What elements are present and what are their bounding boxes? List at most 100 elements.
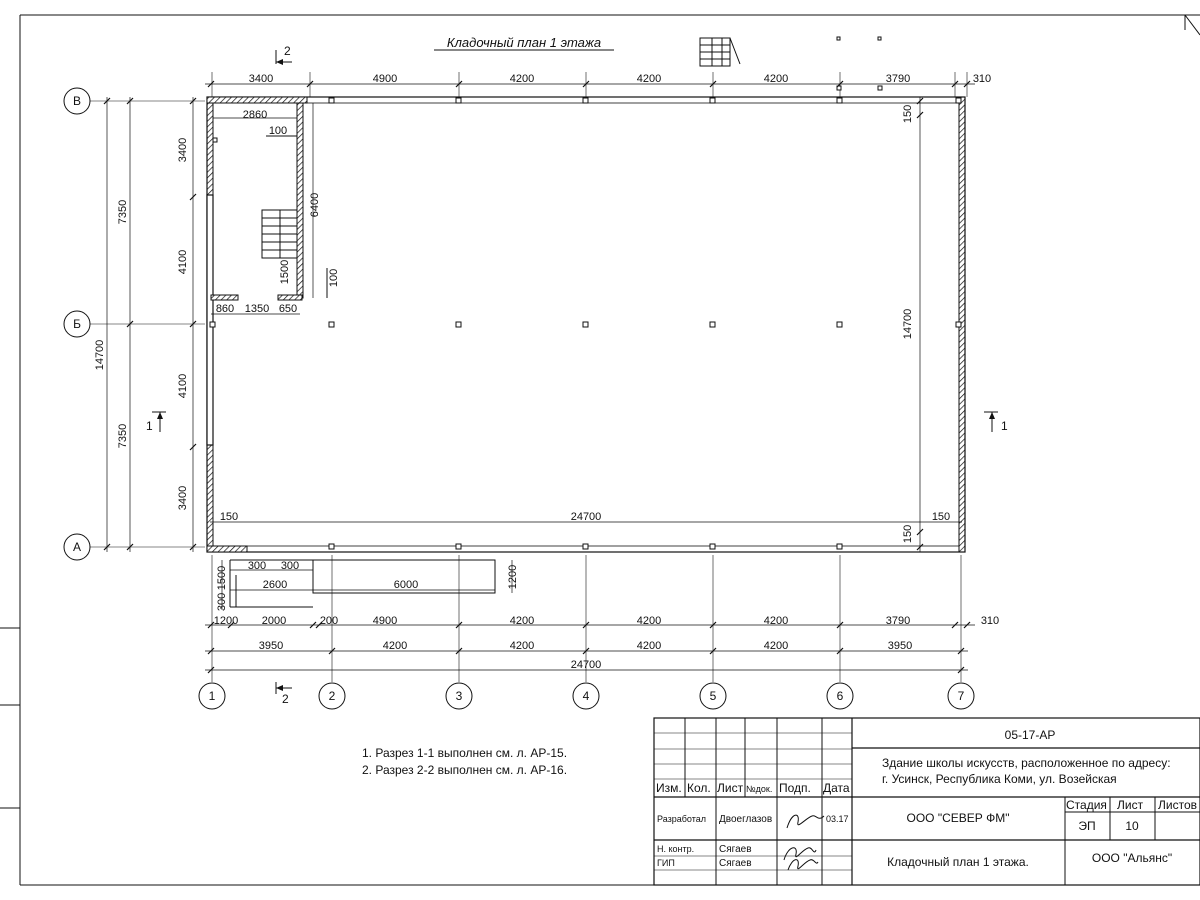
svg-text:4100: 4100	[177, 374, 189, 398]
svg-text:2: 2	[284, 44, 291, 58]
section-mark-2-top: 2	[275, 44, 292, 65]
title-block	[653, 717, 1200, 886]
column-axis-label: 6	[837, 689, 844, 703]
dimension-ticks	[103, 80, 971, 674]
column-axis-label: 7	[958, 689, 965, 703]
stair-symbol-icon	[699, 37, 741, 67]
svg-text:3950: 3950	[888, 640, 912, 652]
svg-text:4200: 4200	[764, 73, 788, 85]
sheet-frame	[0, 14, 1200, 886]
svg-text:150: 150	[932, 511, 950, 523]
svg-text:310: 310	[981, 615, 999, 627]
svg-text:860: 860	[216, 303, 234, 315]
svg-text:3400: 3400	[249, 73, 273, 85]
svg-text:7350: 7350	[117, 200, 129, 224]
svg-text:2000: 2000	[262, 615, 286, 627]
row-axis-label: А	[73, 540, 81, 554]
tb-role: ГИП	[657, 858, 675, 868]
svg-text:1: 1	[1001, 419, 1008, 433]
svg-text:7350: 7350	[117, 424, 129, 448]
tb-header-izm: Изм.	[656, 781, 682, 795]
section-mark-1-left: 1	[146, 411, 166, 433]
tb-sheet-name: Кладочный план 1 этажа.	[887, 855, 1029, 869]
tb-header-list: Лист	[717, 781, 744, 795]
columns	[209, 85, 962, 550]
svg-text:24700: 24700	[571, 511, 602, 523]
tb-project: Здание школы искусств, расположенное по …	[882, 756, 1171, 770]
column-axis-label: 2	[329, 689, 336, 703]
tb-sheet-header: Лист	[1117, 798, 1144, 812]
svg-text:1500: 1500	[216, 566, 228, 590]
row-axis-label: Б	[73, 317, 81, 331]
tb-company2: ООО "Альянс"	[1092, 851, 1172, 865]
svg-text:6400: 6400	[309, 193, 321, 217]
tb-header-doc: №док.	[746, 784, 772, 794]
tb-company: ООО "СЕВЕР ФМ"	[907, 811, 1010, 825]
tb-address: г. Усинск, Республика Коми, ул. Возейска…	[882, 772, 1117, 786]
section-mark-1-right: 1	[984, 411, 1008, 433]
column-axis-label: 1	[209, 689, 216, 703]
svg-text:310: 310	[973, 73, 991, 85]
tb-header-date: Дата	[823, 781, 850, 795]
svg-text:4200: 4200	[510, 640, 534, 652]
svg-text:4200: 4200	[510, 615, 534, 627]
svg-text:4900: 4900	[373, 73, 397, 85]
plan-title: Кладочный план 1 этажа	[447, 35, 601, 50]
tb-stage: ЭП	[1078, 819, 1095, 833]
tb-header-kol: Кол.	[687, 781, 711, 795]
svg-text:150: 150	[902, 525, 914, 543]
svg-text:2: 2	[282, 692, 289, 706]
svg-text:14700: 14700	[902, 309, 914, 340]
svg-text:4200: 4200	[510, 73, 534, 85]
dimension-lines	[106, 83, 975, 671]
svg-text:4100: 4100	[177, 250, 189, 274]
svg-text:1200: 1200	[507, 565, 519, 589]
row-axis-markers: В Б А	[63, 87, 91, 561]
tb-sheet-no: 10	[1125, 819, 1139, 833]
note-line: 1. Разрез 1-1 выполнен см. л. АР-15.	[362, 746, 567, 760]
section-mark-2-bottom: 2	[275, 682, 292, 706]
tb-role: Разработал	[657, 814, 706, 824]
tb-stage-header: Стадия	[1066, 798, 1107, 812]
column-axis-label: 5	[710, 689, 717, 703]
right-dimensions: 150 14700 150	[902, 105, 914, 543]
svg-text:2860: 2860	[243, 109, 267, 121]
stair-room-dimensions: 2860 100 6400 1500 100 860 1350 650	[216, 109, 340, 315]
note-line: 2. Разрез 2-2 выполнен см. л. АР-16.	[362, 763, 567, 777]
tb-name: Сягаев	[719, 844, 752, 855]
svg-text:300: 300	[281, 560, 299, 572]
svg-text:1200: 1200	[214, 615, 238, 627]
column-axis-markers: 1 2 3 4 5 6 7	[198, 682, 975, 710]
svg-text:4200: 4200	[764, 615, 788, 627]
tb-code: 05-17-АР	[1005, 728, 1056, 742]
svg-text:4200: 4200	[637, 615, 661, 627]
tb-role: Н. контр.	[657, 844, 694, 854]
row-axis-label: В	[73, 94, 81, 108]
porch	[229, 559, 496, 608]
column-axis-label: 4	[583, 689, 590, 703]
svg-text:1: 1	[146, 419, 153, 433]
svg-text:3400: 3400	[177, 486, 189, 510]
svg-text:4900: 4900	[373, 615, 397, 627]
column-axis-label: 3	[456, 689, 463, 703]
svg-text:3950: 3950	[259, 640, 283, 652]
bottom-total-dimension: 24700	[571, 659, 602, 671]
stair-room	[210, 102, 304, 301]
svg-text:4200: 4200	[637, 640, 661, 652]
svg-text:4200: 4200	[383, 640, 407, 652]
bottom-dimensions-1: 1200 2000 200 4900 4200 4200 4200 3790 3…	[214, 615, 999, 627]
inner-width-dimensions: 150 24700 150	[220, 511, 950, 523]
svg-text:3790: 3790	[886, 73, 910, 85]
left-dimensions: 3400 4100 4100 3400 7350 7350 14700	[94, 138, 189, 510]
tb-header-sign: Подп.	[779, 781, 811, 795]
tb-sheets-header: Листов	[1158, 798, 1197, 812]
svg-text:2600: 2600	[263, 579, 287, 591]
svg-text:150: 150	[220, 511, 238, 523]
svg-text:100: 100	[328, 269, 340, 287]
svg-text:1350: 1350	[245, 303, 269, 315]
svg-text:14700: 14700	[94, 340, 106, 371]
bottom-dimensions-2: 3950 4200 4200 4200 4200 3950	[259, 640, 912, 652]
svg-text:4200: 4200	[764, 640, 788, 652]
svg-text:200: 200	[320, 615, 338, 627]
